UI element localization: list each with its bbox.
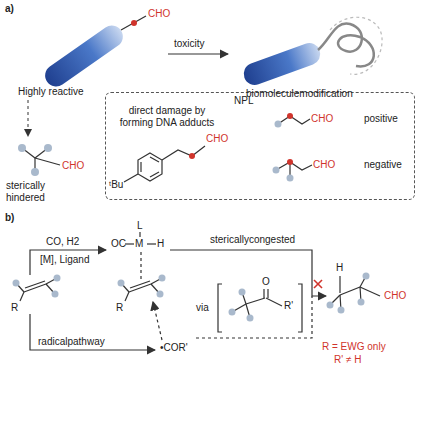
box-text: direct damage by forming DNA adducts (111, 105, 223, 129)
text-label: b) (5, 212, 14, 224)
text-label: R = EWG only (322, 341, 386, 353)
text-label: via (196, 302, 209, 314)
text-label: OC (111, 238, 126, 250)
text-label: stericallycongested (210, 234, 295, 246)
text-label: •COR' (160, 342, 188, 354)
text-label: H (336, 262, 343, 274)
text-label: R' ≠ H (334, 354, 361, 366)
text-label: CHO (62, 160, 84, 172)
text-label: [M], Ligand (40, 254, 89, 266)
text-label: L (137, 220, 143, 232)
box-text: CHO (206, 133, 228, 145)
text-label: CHO (384, 290, 406, 302)
text-label: CO, H2 (46, 236, 79, 248)
text-label: O (262, 276, 270, 288)
box-text: positive (364, 113, 398, 125)
text-label: a) (5, 3, 14, 15)
box-text: negative (364, 159, 402, 171)
text-label: M (135, 238, 143, 250)
text-label: biomoleculemodification (246, 88, 353, 100)
box-text: CHO (311, 113, 333, 125)
text-label: sterically hindered (6, 180, 62, 204)
box-text: ᵗBu (109, 179, 123, 191)
dashed-box: NPLdirect damage by forming DNA adductsC… (105, 92, 415, 200)
text-label: H (157, 238, 164, 250)
text-label: radicalpathway (38, 336, 105, 348)
text-label: CHO (148, 8, 170, 20)
text-label: Highly reactive (18, 86, 84, 98)
text-label: toxicity (174, 38, 205, 50)
text-label: R (116, 302, 123, 314)
box-text: CHO (313, 159, 335, 171)
text-label: R (11, 302, 18, 314)
text-label: R' (284, 300, 293, 312)
